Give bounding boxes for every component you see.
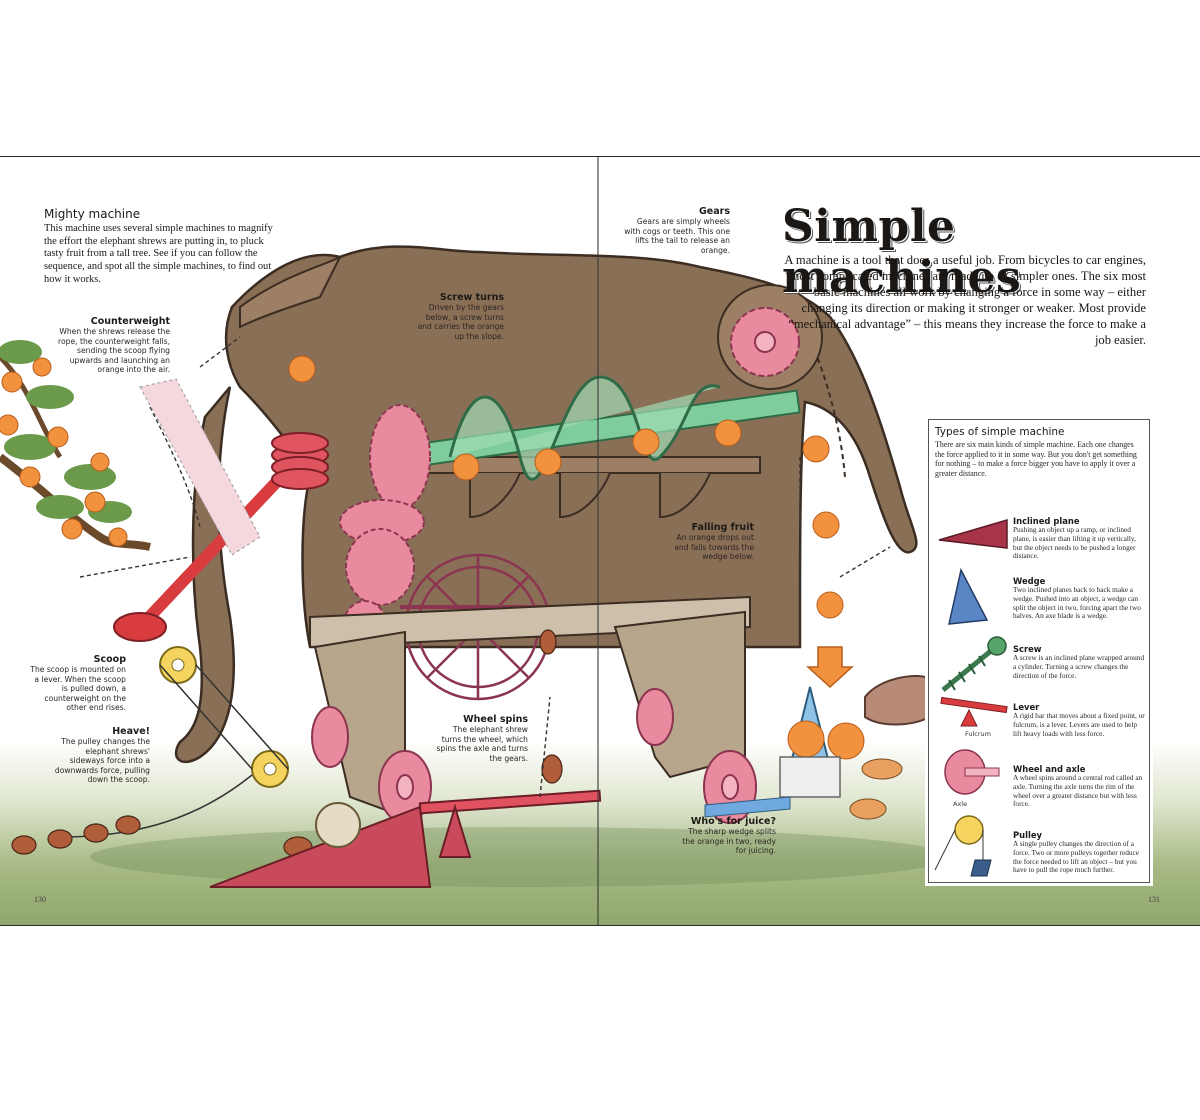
down-arrow <box>806 646 854 689</box>
inclined-plane-icon <box>938 518 1008 549</box>
log <box>864 675 931 726</box>
caption-text: The sharp wedge splits the orange in two… <box>682 827 776 856</box>
wedge-splitter <box>704 686 903 820</box>
wedge-icon <box>948 567 989 625</box>
caption-title: Screw turns <box>439 292 504 303</box>
type-name: Wheel and axle <box>1013 764 1086 774</box>
orange-tree <box>0 340 151 551</box>
type-wheel-and-axle: Wheel and axle A wheel spins around a ce… <box>1013 764 1145 809</box>
type-lever: Lever A rigid bar that moves about a fix… <box>1013 702 1145 738</box>
caption-title: Scoop <box>93 654 126 665</box>
type-name: Lever <box>1013 702 1040 712</box>
type-desc: A single pulley changes the direction of… <box>1013 839 1139 875</box>
axle-label: Axle <box>953 800 968 808</box>
cart-wheels <box>311 688 757 824</box>
page-number-right: 131 <box>1148 895 1160 904</box>
pulleys <box>59 646 289 838</box>
fulcrum-label: Fulcrum <box>965 730 992 738</box>
caption-wheel-spins: Wheel spins The elephant shrew turns the… <box>432 714 528 763</box>
caption-text: Gears are simply wheels with cogs or tee… <box>624 217 730 255</box>
caption-heave: Heave! The pulley changes the elephant s… <box>52 726 150 785</box>
types-icons <box>934 518 1008 877</box>
caption-text: The elephant shrew turns the wheel, whic… <box>436 725 528 763</box>
type-inclined-plane: Inclined plane Pushing an object up a ra… <box>1013 516 1145 561</box>
type-desc: Pushing an object up a ramp, or inclined… <box>1013 525 1136 561</box>
caption-title: Heave! <box>112 726 150 737</box>
page-title: Simple machines <box>782 201 1022 303</box>
type-name: Screw <box>1013 644 1042 654</box>
elephant-machine-illustration <box>0 245 950 888</box>
catapult-lever <box>113 432 329 642</box>
caption-text: Driven by the gears below, a screw turns… <box>417 303 504 341</box>
type-desc: A screw is an inclined plane wrapped aro… <box>1013 653 1145 680</box>
archimedes-screw <box>419 375 801 481</box>
page-number-left: 130 <box>34 895 46 904</box>
caption-title: Falling fruit <box>691 522 754 533</box>
screw-icon <box>941 636 1007 692</box>
type-desc: Two inclined planes back to back make a … <box>1013 585 1141 621</box>
caption-text: The pulley changes the elephant shrews' … <box>54 737 150 785</box>
caption-text: When the shrews release the rope, the co… <box>58 327 170 375</box>
caption-text: An orange drops out and falls towards th… <box>674 533 754 562</box>
lever-icon <box>940 696 1008 727</box>
pulley-icon <box>934 815 992 877</box>
type-wedge: Wedge Two inclined planes back to back m… <box>1013 576 1145 621</box>
type-screw: Screw A screw is an inclined plane wrapp… <box>1013 644 1145 680</box>
mighty-machine-body: This machine uses several simple machine… <box>44 223 273 285</box>
caption-title: Counterweight <box>90 316 170 327</box>
type-name: Inclined plane <box>1013 516 1080 526</box>
caption-whos-for-juice: Who's for juice? The sharp wedge splits … <box>680 816 776 856</box>
caption-title: Who's for juice? <box>690 816 776 827</box>
shelf <box>419 456 761 519</box>
types-panel-title: Types of simple machine <box>935 426 1065 438</box>
type-desc: A rigid bar that moves about a fixed poi… <box>1013 711 1145 738</box>
scoop-ghost <box>139 378 261 556</box>
caption-screw-turns: Screw turns Driven by the gears below, a… <box>412 292 504 341</box>
tail-gear <box>717 284 823 390</box>
cart-frame <box>309 595 751 819</box>
book-gutter <box>597 157 599 925</box>
caption-falling-fruit: Falling fruit An orange drops out and fa… <box>664 522 754 562</box>
gear-stack <box>339 404 431 654</box>
type-desc: A wheel spins around a central rod calle… <box>1013 773 1143 809</box>
type-pulley: Pulley A single pulley changes the direc… <box>1013 830 1145 875</box>
mighty-machine-box: Mighty machine This machine uses several… <box>44 207 274 286</box>
caption-gears: Gears Gears are simply wheels with cogs … <box>622 206 730 255</box>
motion-guides <box>79 336 891 798</box>
caption-scoop: Scoop The scoop is mounted on a lever. W… <box>30 654 126 713</box>
wheel-and-axle-icon <box>944 749 1000 795</box>
types-panel-intro: There are six main kinds of simple machi… <box>935 440 1137 478</box>
type-name: Pulley <box>1013 830 1042 840</box>
ramp-and-seesaw <box>209 789 602 888</box>
falling-oranges <box>288 355 844 619</box>
mighty-machine-title: Mighty machine <box>44 207 141 221</box>
caption-counterweight: Counterweight When the shrews release th… <box>52 316 170 375</box>
caption-title: Gears <box>699 206 730 217</box>
types-of-simple-machine-panel: Types of simple machine There are six ma… <box>928 419 1150 883</box>
book-spread: Mighty machine This machine uses several… <box>0 156 1200 926</box>
caption-text: The scoop is mounted on a lever. When th… <box>30 665 126 713</box>
type-name: Wedge <box>1013 576 1046 586</box>
caption-title: Wheel spins <box>463 714 528 725</box>
intro-paragraph: A machine is a tool that does a useful j… <box>784 253 1146 347</box>
